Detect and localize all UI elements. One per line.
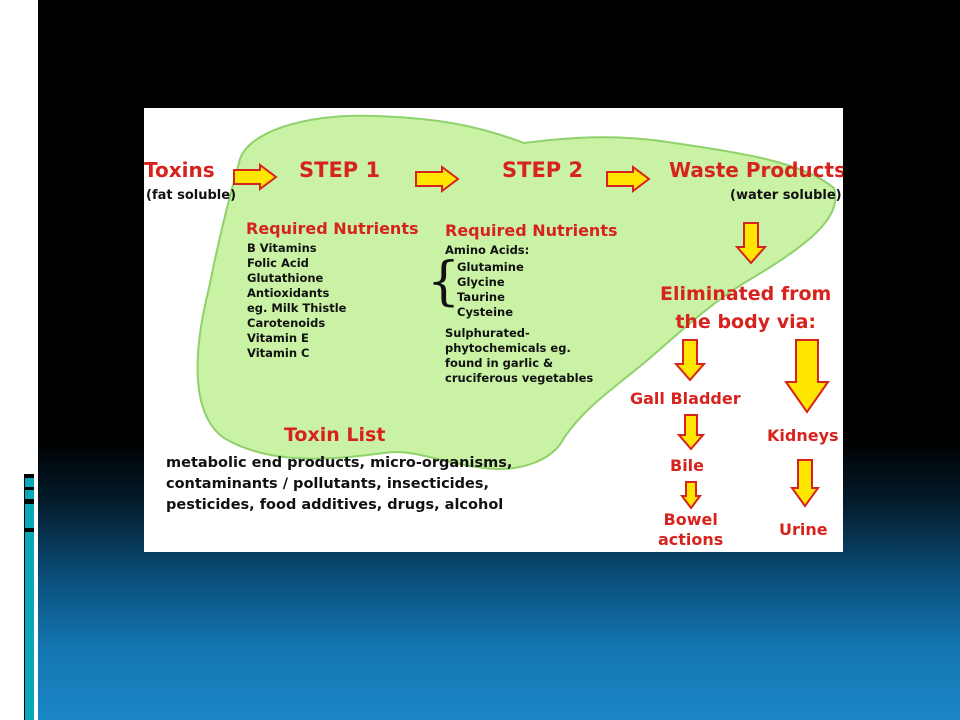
liver-detox-diagram: Toxins (fat soluble) STEP 1 STEP 2 Waste… — [144, 108, 843, 552]
eliminated-line-2: the body via: — [675, 311, 817, 333]
list-item: Antioxidants — [247, 286, 330, 300]
list-item: Carotenoids — [247, 316, 326, 330]
list-item: pesticides, food additives, drugs, alcoh… — [166, 497, 504, 513]
arrow-down-icon — [674, 339, 706, 382]
arrow-down-icon — [677, 414, 705, 451]
arrow-right-icon — [415, 165, 460, 193]
list-item: Glutathione — [247, 271, 324, 285]
toxins-label: Toxins — [144, 158, 215, 182]
list-item: B Vitamins — [247, 241, 317, 255]
list-item: eg. Milk Thistle — [247, 301, 347, 315]
list-item: found in garlic & — [445, 356, 554, 370]
list-item: Vitamin E — [247, 331, 309, 345]
amino-acid-list: Glutamine Glycine Taurine Cysteine — [457, 260, 524, 320]
accent-bar-top-1 — [23, 44, 29, 118]
list-item: Folic Acid — [247, 256, 309, 270]
list-item: metabolic end products, micro-organisms, — [166, 455, 513, 471]
waste-products-label: Waste Products — [669, 158, 843, 182]
brace-symbol: { — [427, 252, 461, 312]
step1-nutrient-list: B Vitamins Folic Acid Glutathione Antiox… — [247, 241, 346, 361]
accent-bar-top-2 — [31, 44, 37, 118]
step2-label: STEP 2 — [502, 158, 584, 182]
accent-bar-bottom — [25, 532, 34, 720]
arrow-down-icon — [784, 339, 830, 414]
list-item: Sulphurated- — [445, 326, 530, 340]
toxin-list-heading: Toxin List — [284, 424, 386, 446]
accent-square-2 — [25, 490, 34, 499]
bowel-line-2: actions — [658, 530, 724, 549]
eliminated-line-1: Eliminated from — [660, 283, 832, 305]
arrow-right-icon — [233, 163, 278, 191]
liver-outline — [196, 114, 837, 470]
bowel-line-1: Bowel — [663, 510, 718, 529]
arrow-right-icon — [606, 165, 651, 193]
list-item: Vitamin C — [247, 346, 310, 360]
arrow-down-icon — [680, 481, 702, 510]
liver-shape — [196, 114, 837, 470]
eliminated-label: Eliminated from the body via: — [660, 280, 831, 336]
toxins-subtitle: (fat soluble) — [146, 188, 237, 203]
bile-label: Bile — [670, 456, 705, 475]
bowel-actions-label: Bowel actions — [658, 510, 723, 550]
arrow-down-icon — [735, 222, 767, 265]
list-item: cruciferous vegetables — [445, 371, 594, 385]
list-item: phytochemicals eg. — [445, 341, 571, 355]
amino-acids-heading: Amino Acids: — [445, 243, 530, 257]
accent-bar-long — [25, 504, 34, 528]
phytochemical-list: Sulphurated- phytochemicals eg. found in… — [445, 326, 593, 386]
list-item: Cysteine — [457, 305, 514, 319]
step1-nutrients-heading: Required Nutrients — [246, 219, 419, 238]
gall-bladder-label: Gall Bladder — [630, 389, 741, 408]
accent-square-1 — [25, 478, 34, 487]
list-item: Glutamine — [457, 260, 524, 274]
list-item: contaminants / pollutants, insecticides, — [166, 476, 489, 492]
step1-label: STEP 1 — [299, 158, 381, 182]
arrow-down-icon — [790, 459, 820, 508]
kidneys-label: Kidneys — [767, 426, 839, 445]
urine-label: Urine — [779, 520, 828, 539]
list-item: Taurine — [457, 290, 505, 304]
list-item: Glycine — [457, 275, 505, 289]
waste-products-subtitle: (water soluble) — [730, 188, 842, 203]
step2-nutrients-heading: Required Nutrients — [445, 221, 618, 240]
toxin-list: metabolic end products, micro-organisms,… — [166, 453, 512, 516]
